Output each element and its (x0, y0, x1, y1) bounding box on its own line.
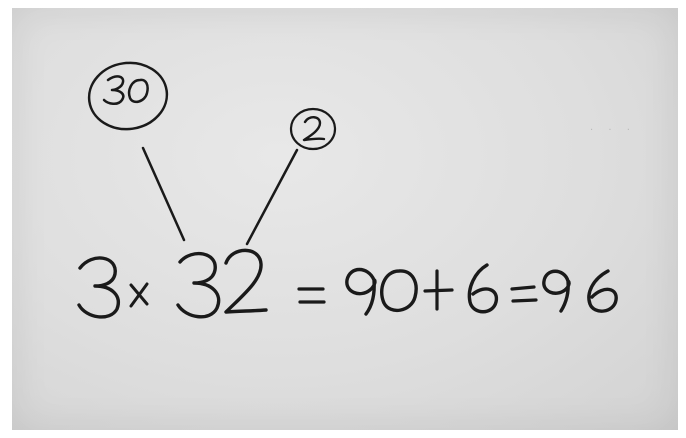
tens-digit-0 (127, 78, 149, 104)
eq-equals-2 (510, 285, 538, 303)
eq-digit-9-result (542, 269, 571, 313)
ones-digit-2 (302, 116, 326, 142)
eq-digit-6-partial (467, 263, 499, 314)
eq-plus-sign (423, 269, 454, 311)
eq-digit-3-multiplier (77, 256, 120, 319)
eq-digit-3-multiplicand (176, 251, 221, 319)
eq-times-sign (129, 282, 149, 308)
eq-equals-1 (297, 287, 326, 304)
eq-digit-2-multiplicand (224, 248, 268, 314)
eq-digit-6-result (587, 269, 618, 313)
eq-digit-9-partial (345, 267, 377, 316)
tens-digit-3 (102, 75, 125, 105)
tens-circle (87, 61, 169, 131)
line-to-ones (245, 148, 299, 246)
ones-circle (289, 107, 337, 151)
line-to-tens (141, 146, 186, 242)
paper-specks: · · · (590, 125, 636, 136)
eq-digit-0-partial (380, 269, 418, 313)
